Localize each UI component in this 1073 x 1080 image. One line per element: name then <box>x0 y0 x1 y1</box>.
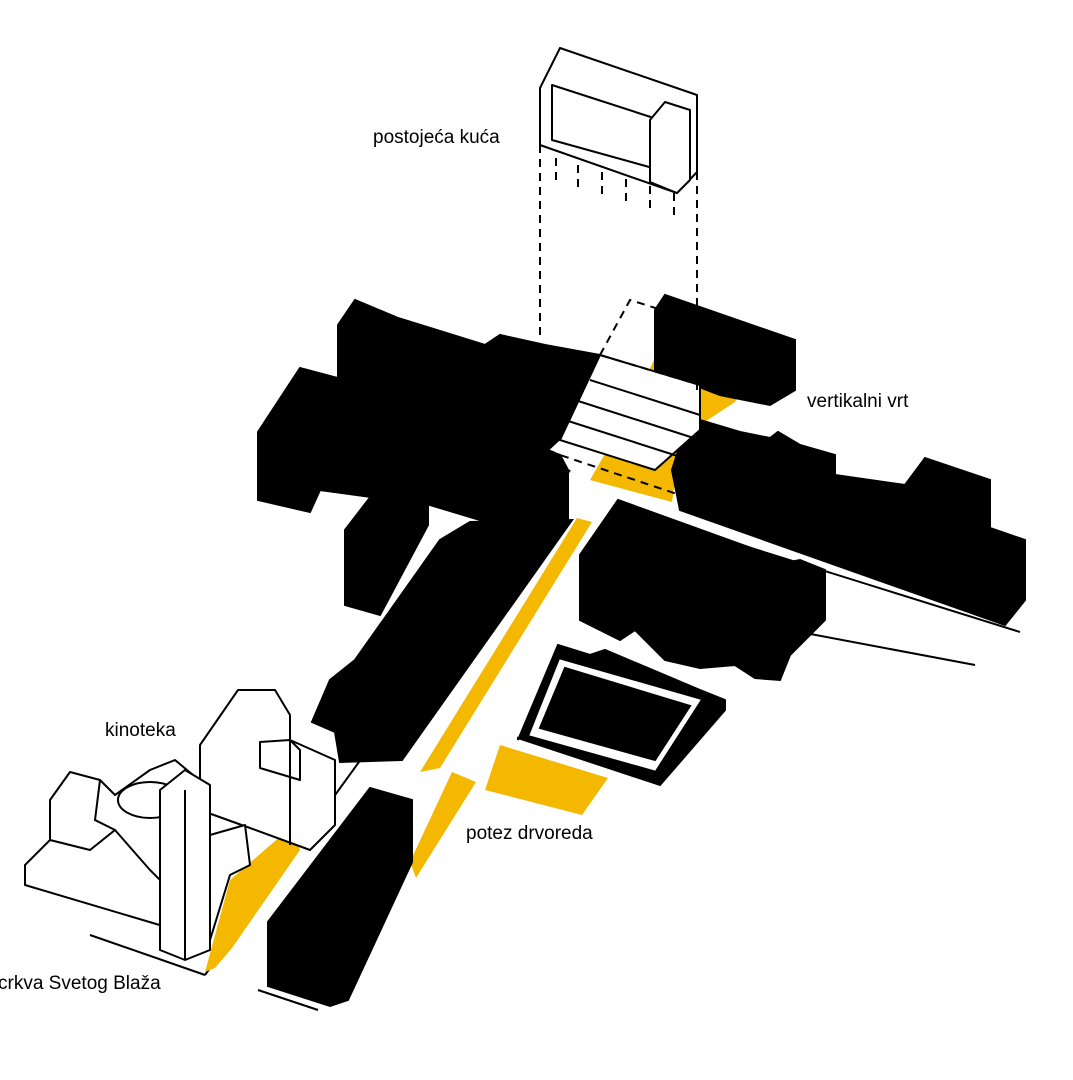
existing-house <box>539 47 698 395</box>
church-garden <box>205 828 300 972</box>
label-vertical-garden: vertikalni vrt <box>807 391 909 412</box>
building-middle <box>579 498 826 682</box>
kinoteka-building <box>199 689 336 851</box>
building-south <box>267 786 413 1008</box>
plaza <box>485 745 608 815</box>
building-east-row <box>670 418 1026 627</box>
lower-tree-strip <box>410 772 476 878</box>
label-cinematheque: kinoteka <box>105 720 176 741</box>
label-church: crkva Svetog Blaža <box>0 973 161 994</box>
new-intervention <box>547 298 701 496</box>
building-diagonal <box>310 518 574 764</box>
label-tree-line: potez drvoreda <box>466 823 593 844</box>
church-building <box>24 759 251 961</box>
label-existing-house: postojeća kuća <box>373 127 500 148</box>
building-column <box>344 476 429 617</box>
tree-line-strip <box>420 518 592 772</box>
